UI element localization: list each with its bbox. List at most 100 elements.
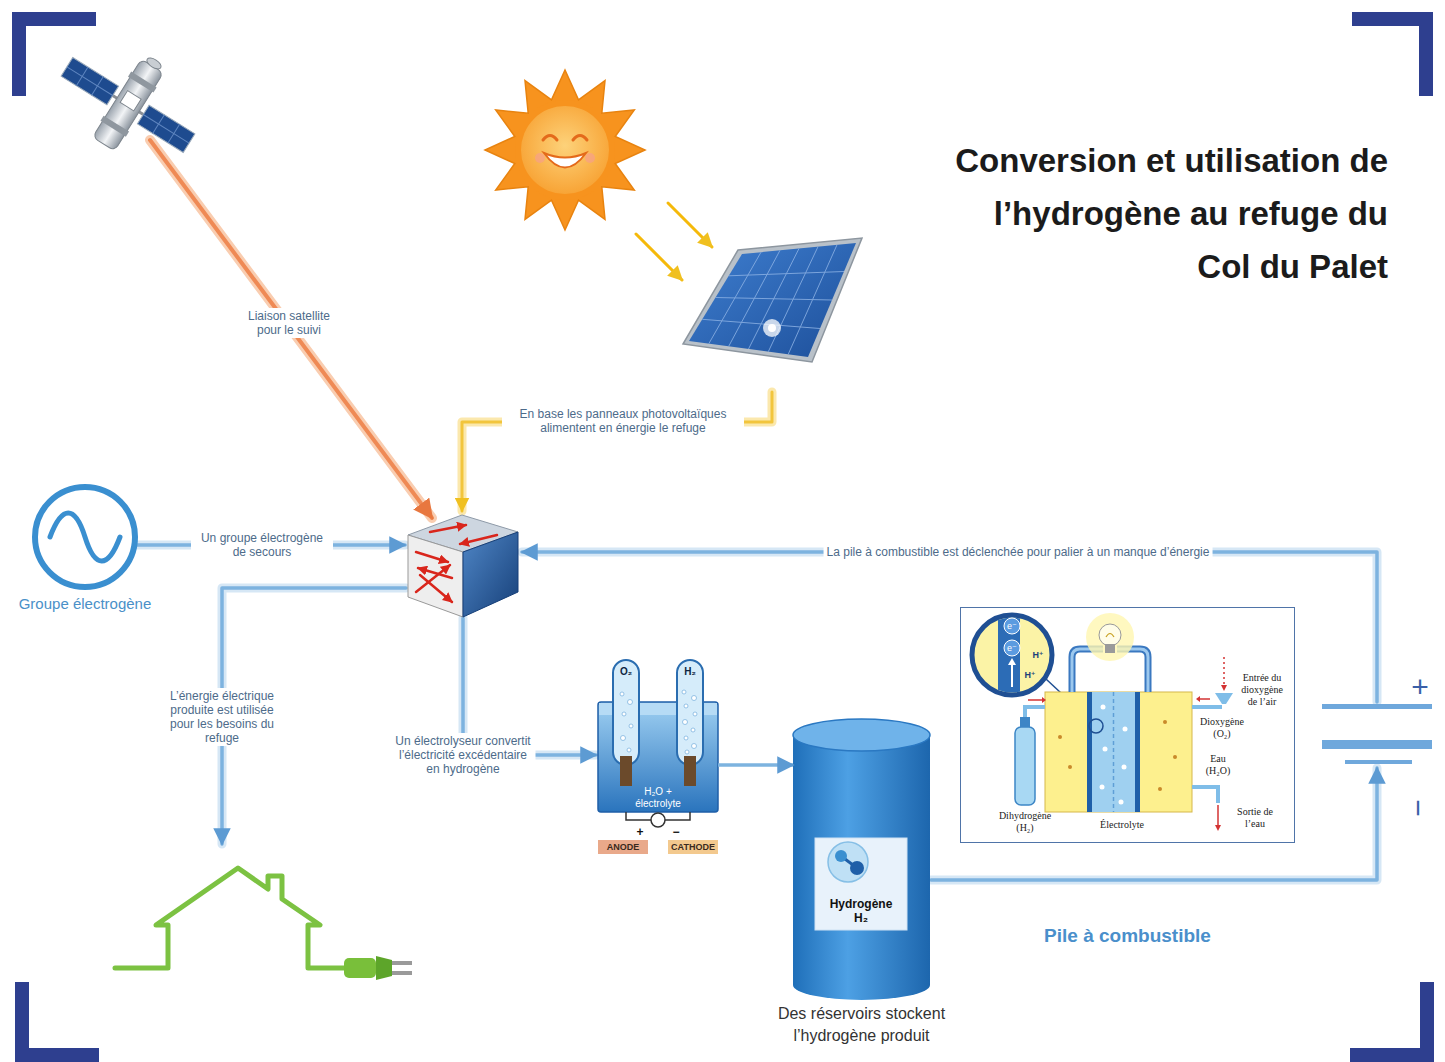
- part-label: Dihydrogène (H₂): [997, 810, 1053, 834]
- fuel-cell-drawing: [1106, 634, 1114, 638]
- terminal-sign: +: [636, 825, 643, 839]
- house-icon: [115, 868, 344, 968]
- electrolyser-drawing: [651, 813, 665, 827]
- particle-label: e⁻: [1007, 643, 1017, 654]
- power-line: [462, 392, 772, 511]
- label-anchor: La pile à combustible est déclenchée pou…: [824, 544, 1213, 560]
- particle-label: e⁻: [1007, 621, 1017, 632]
- fuel-cell-drawing: [1221, 685, 1227, 691]
- generator-symbol: [35, 487, 135, 587]
- electrode-label: ANODE: [607, 842, 640, 853]
- fuel-cell-drawing: [1215, 825, 1221, 831]
- sun-ray: [668, 203, 712, 247]
- satellite-icon: [143, 115, 189, 144]
- solar-panel: [683, 238, 862, 362]
- fuel-cell-drawing: [1135, 692, 1140, 812]
- sun-icon: [573, 136, 587, 141]
- electrolyser-text: H₂O + électrolyte: [630, 786, 686, 810]
- tank-drawing: [850, 861, 864, 875]
- electrolyser-drawing: [621, 736, 626, 741]
- electrolyser-drawing: [668, 840, 718, 854]
- fuel-cell-drawing: [1163, 720, 1167, 724]
- satellite-icon: [43, 22, 218, 182]
- label-anchor: H⁺: [1032, 650, 1043, 661]
- particle-label: H⁺: [1032, 650, 1043, 661]
- fuel-cell-drawing: [1123, 727, 1128, 732]
- text-anchor: Groupe électrogène: [19, 595, 152, 613]
- fuel-cell-drawing: [998, 607, 1020, 707]
- electrolyser-drawing: [598, 840, 648, 854]
- plug-icon: [344, 958, 376, 978]
- fuel-cell-drawing: [1192, 705, 1222, 709]
- satellite-beam: [150, 140, 432, 518]
- cube-hub: [460, 535, 497, 544]
- line-label: Un groupe électrogène de secours: [191, 530, 333, 560]
- electrolyser-drawing: [627, 748, 631, 752]
- electrolyser-drawing: [598, 660, 718, 854]
- sun-icon: [543, 136, 557, 141]
- label-anchor: e⁻: [1007, 643, 1017, 654]
- battery-symbol: [1322, 704, 1432, 709]
- electrolyser-drawing: [693, 712, 697, 716]
- fuel-cell-drawing: [1122, 765, 1127, 770]
- label-anchor: Dioxygène (O₂): [1197, 716, 1247, 740]
- tank-drawing: [793, 735, 930, 1000]
- generator-symbol: [50, 513, 120, 561]
- generator-symbol: [35, 487, 135, 587]
- electrolyser-drawing: [622, 712, 626, 716]
- tank-drawing: [793, 719, 930, 1000]
- gas-label: O₂: [620, 666, 632, 678]
- fuel-cell-drawing: [1196, 696, 1200, 702]
- tank-drawing: [815, 838, 907, 930]
- particle-label: H⁺: [1024, 670, 1035, 681]
- cube-hub: [416, 552, 448, 562]
- part-label: Eau (H₂O): [1203, 753, 1233, 777]
- fuel-cell-drawing: [1068, 765, 1072, 769]
- sun-icon: [485, 70, 645, 230]
- label-anchor: Eau (H₂O): [1203, 753, 1233, 777]
- solar-panel: [702, 245, 844, 354]
- electrolyser-drawing: [684, 704, 688, 708]
- diagram-title: Conversion et utilisation de l’hydrogène…: [943, 134, 1388, 293]
- text-anchor: Pile à combustible: [1044, 924, 1211, 947]
- corner-bracket: [12, 12, 1434, 1062]
- sun-ray: [636, 203, 712, 280]
- electrolyser-drawing: [684, 736, 688, 740]
- battery-symbol: [1322, 704, 1432, 764]
- sun-ray: [636, 234, 682, 280]
- battery-symbol: [1322, 740, 1432, 749]
- fuel-cell-drawing: [1105, 644, 1115, 653]
- sun-icon: [535, 153, 545, 163]
- electrolyser-drawing: [683, 720, 688, 725]
- label-anchor: L’énergie électrique produite est utilis…: [164, 688, 280, 746]
- electrolyser-drawing: [685, 750, 689, 754]
- hydrogen-badge: Hydrogène H₂: [815, 838, 907, 930]
- label-anchor: H₂: [684, 666, 696, 678]
- fuel-cell-drawing: [1173, 755, 1177, 759]
- cube-hub: [408, 535, 463, 617]
- label-anchor: Sortie de l’eau: [1237, 806, 1273, 830]
- house-icon: [115, 868, 344, 968]
- corner-bracket: [15, 1048, 99, 1062]
- line-label: La pile à combustible est déclenchée pou…: [824, 544, 1213, 560]
- line-label: En base les panneaux photovoltaïques ali…: [502, 406, 744, 436]
- label-anchor: CATHODE: [671, 842, 715, 853]
- satellite-icon: [137, 105, 194, 152]
- fuel-cell-drawing: [1215, 693, 1233, 704]
- label-anchor: Dihydrogène (H₂): [997, 810, 1053, 834]
- line-label: L’énergie électrique produite est utilis…: [164, 688, 280, 746]
- label-anchor: Électrolyte: [1100, 819, 1144, 831]
- satellite-icon: [61, 58, 118, 105]
- fuel-cell-drawing: [1042, 697, 1046, 703]
- power-line: [137, 392, 1377, 880]
- solar-panel: [716, 298, 833, 301]
- fuel-cell-drawing: [1192, 787, 1218, 803]
- label-anchor: Liaison satellite pour le suivi: [236, 308, 342, 338]
- connector-group: [718, 765, 793, 766]
- satellite-icon: [93, 59, 164, 151]
- electrolyser-drawing: [620, 690, 697, 754]
- fuel-cell-drawing: [1045, 692, 1192, 812]
- gas-label: H₂: [684, 666, 696, 678]
- corner-bracket: [1352, 12, 1433, 26]
- electrolyser-drawing: [682, 690, 686, 694]
